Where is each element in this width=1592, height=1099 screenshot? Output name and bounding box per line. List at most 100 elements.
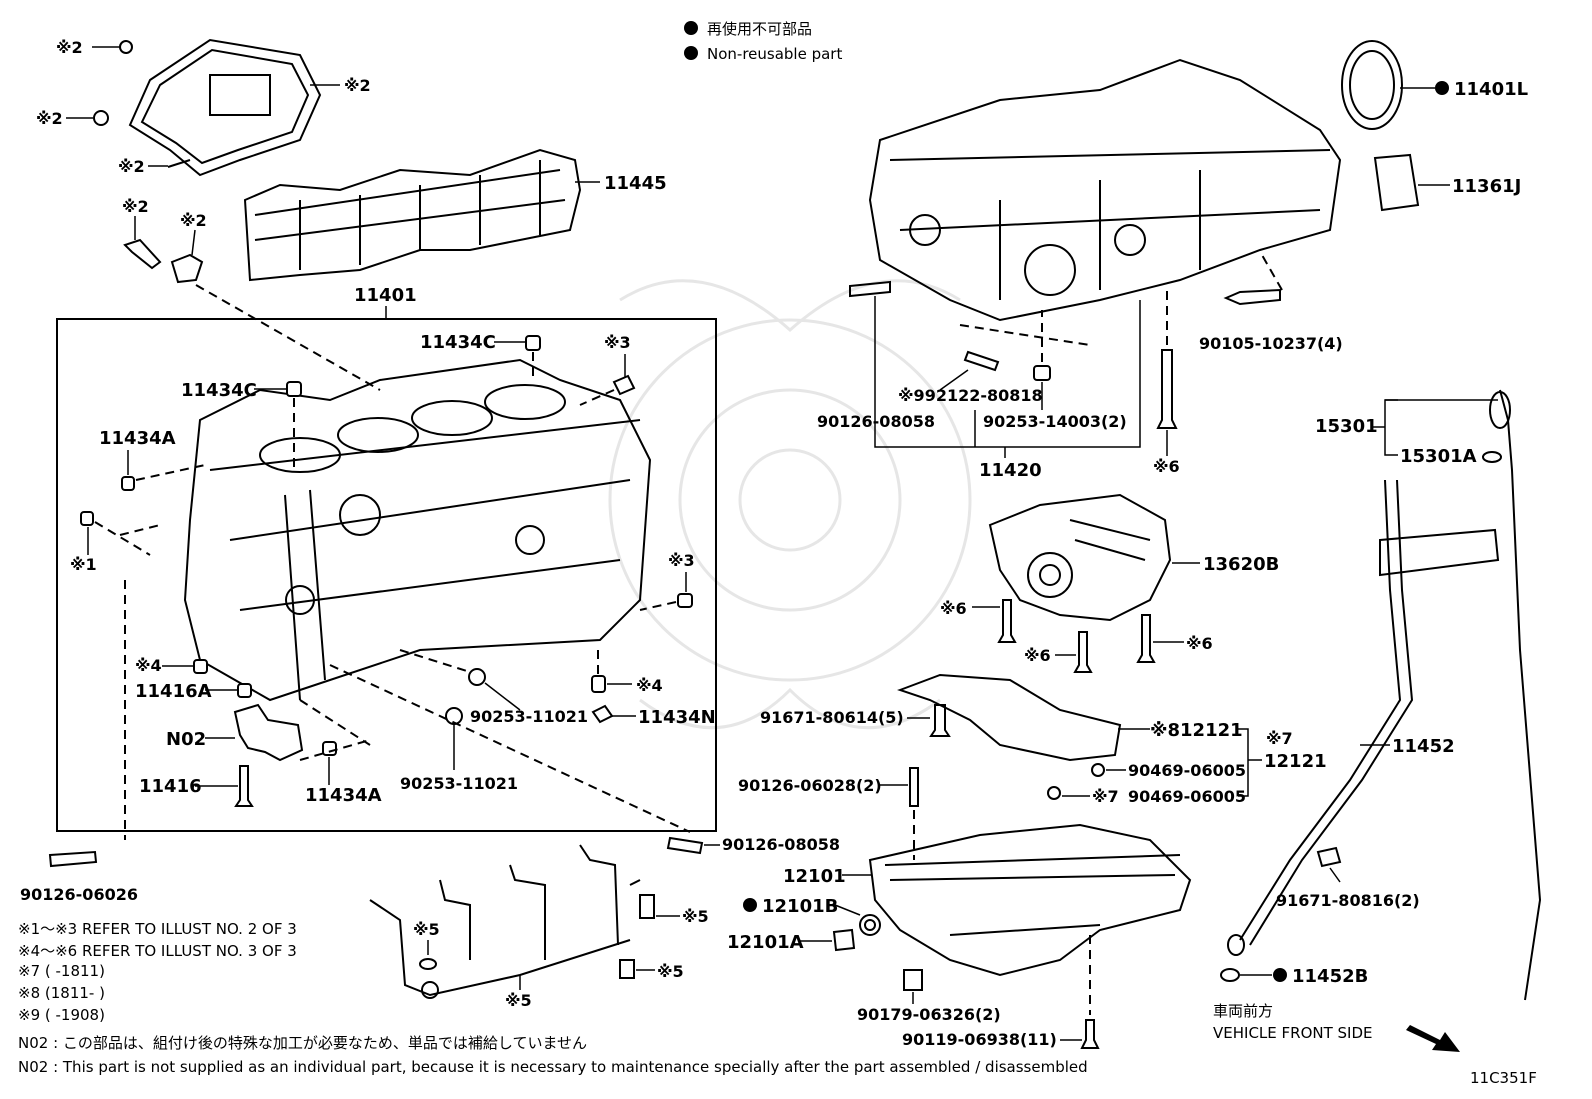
part-label-92122-80818: ※992122-80818: [898, 386, 1043, 405]
mark-6: ※6: [1153, 457, 1180, 476]
watermark-emblem: [608, 279, 972, 730]
dowel-icon: [237, 683, 252, 698]
cover-plate-drawing: [93, 38, 322, 177]
dowel-icon: [80, 511, 94, 526]
bolt-icon: [903, 969, 923, 991]
mark-2: ※2: [122, 197, 149, 216]
bolt-icon: [234, 765, 254, 807]
washer-icon: [1091, 763, 1105, 777]
o-ring-icon: [419, 958, 437, 970]
stud-bolt-icon: [48, 850, 98, 868]
dowel-icon: [677, 593, 693, 608]
mark-2: ※2: [180, 211, 207, 230]
vehicle-front-en: VEHICLE FRONT SIDE: [1213, 1024, 1373, 1042]
part-label-90253-11021: 90253-11021: [400, 774, 518, 793]
seal-ring-icon: [468, 668, 486, 686]
part-label-11401: 11401: [354, 285, 417, 306]
oil-seal-drawing: [1341, 40, 1403, 130]
harness-drawing: [369, 844, 641, 999]
bolt-icon: [929, 704, 951, 737]
dowel-icon: [193, 659, 208, 674]
legend-nonreusable-en: Non-reusable part: [707, 45, 842, 63]
part-label-90469-06005: 90469-06005: [1128, 787, 1246, 806]
dowel-icon: [612, 374, 636, 396]
part-label-11452B: 11452B: [1292, 966, 1368, 987]
note-ref-illust-3: ※4～※6 REFER TO ILLUST NO. 3 OF 3: [18, 942, 297, 960]
front-direction-arrow-icon: [1406, 1025, 1460, 1052]
bolt-icon: [1156, 349, 1178, 429]
part-label-90126-08058: 90126-08058: [722, 835, 840, 854]
part-label-90126-06026: 90126-06026: [20, 885, 138, 904]
dowel-icon: [286, 381, 302, 397]
dowel-icon: [121, 476, 135, 491]
mark-4: ※4: [636, 676, 663, 695]
part-label-11416: 11416: [139, 776, 202, 797]
oil-pan-12101-drawing: [868, 823, 1192, 977]
part-label-12101B: 12101B: [762, 896, 838, 917]
part-label-11445: 11445: [604, 173, 667, 194]
bolt-icon: [1316, 846, 1342, 868]
bolt-icon: [1136, 614, 1156, 663]
mark-2: ※2: [344, 76, 371, 95]
mark-1: ※1: [70, 555, 97, 574]
illustration-id: 11C351F: [1470, 1069, 1537, 1087]
part-label-11434C: 11434C: [420, 332, 496, 353]
gasket-icon: [859, 914, 881, 936]
o-ring-icon: [1482, 451, 1502, 463]
dowel-icon: [1033, 365, 1051, 381]
bolt-icon: [619, 959, 635, 979]
part-label-11361J: 11361J: [1452, 176, 1521, 197]
mark-5: ※5: [505, 991, 532, 1010]
oil-pump-13620B-drawing: [988, 493, 1172, 622]
block-assembly-frame: [56, 318, 717, 832]
part-label-13620B: 13620B: [1203, 554, 1279, 575]
mark-7: ※7: [1266, 729, 1293, 748]
note-mark-7: ※7 ( -1811): [18, 962, 105, 980]
bolt-icon: [1080, 1019, 1100, 1049]
stud-bolt-icon: [909, 767, 919, 807]
mark-5: ※5: [413, 920, 440, 939]
baffle-plate-12121-drawing: [897, 673, 1122, 762]
mark-3: ※3: [668, 551, 695, 570]
part-label-90119-06938: 90119-06938(11): [902, 1030, 1057, 1049]
legend-nonreusable-jp: 再使用不可部品: [707, 20, 812, 38]
part-label-90253-11021: 90253-11021: [470, 707, 588, 726]
part-label-11434A: 11434A: [99, 428, 176, 449]
mark-3: ※3: [604, 333, 631, 352]
insulator-11445-drawing: [243, 148, 582, 282]
part-label-15301: 15301: [1315, 416, 1378, 437]
part-label-11420: 11420: [979, 460, 1042, 481]
crankcase-11420-drawing: [868, 58, 1342, 322]
vehicle-front-jp: 車両前方: [1213, 1002, 1273, 1020]
cover-plate-drawing: [1373, 153, 1420, 212]
note-n02-jp: N02 : この部品は、組付け後の特殊な加工が必要なため、単品では補給していませ…: [18, 1034, 587, 1052]
part-label-11434A: 11434A: [305, 785, 382, 806]
bolt-icon: [639, 894, 655, 919]
part-label-N02: N02: [166, 729, 206, 750]
bolt-icon: [1223, 288, 1281, 306]
part-label-11416A: 11416A: [135, 681, 212, 702]
part-label-91671-80614: 91671-80614(5): [760, 708, 904, 727]
part-label-12101A: 12101A: [727, 932, 804, 953]
part-label-12121: 12121: [1264, 751, 1327, 772]
o-ring-icon: [1220, 968, 1240, 982]
dipstick-15301-drawing: [1499, 389, 1542, 1001]
part-label-90105-10237: 90105-10237(4): [1199, 334, 1343, 353]
part-label-12101: 12101: [783, 866, 846, 887]
mark-6: ※6: [1186, 634, 1213, 653]
part-label-11434C: 11434C: [181, 380, 257, 401]
stud-bolt-icon: [666, 836, 704, 855]
dipstick-guide-drawing: [1227, 479, 1500, 956]
bolt-icon: [170, 253, 204, 284]
washer-icon: [1047, 786, 1061, 800]
mark-2: ※2: [56, 38, 83, 57]
nonreusable-dot: [743, 898, 757, 912]
mark-5: ※5: [682, 907, 709, 926]
part-label-12121: ※812121: [1150, 720, 1243, 741]
part-label-15301A: 15301A: [1400, 446, 1477, 467]
nonreusable-dot: [1435, 81, 1449, 95]
stud-bolt-icon: [849, 280, 891, 298]
part-label-11434N: 11434N: [638, 707, 716, 728]
note-n02-en: N02 : This part is not supplied as an in…: [18, 1058, 1088, 1076]
